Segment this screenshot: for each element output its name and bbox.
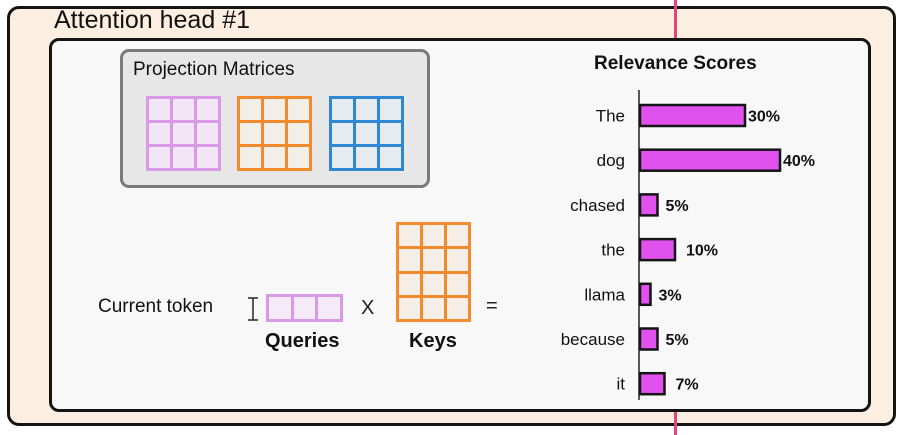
matrix-cell xyxy=(173,147,194,168)
vector-cell xyxy=(318,297,340,319)
matrix-cell xyxy=(197,147,218,168)
matrix-cell xyxy=(149,99,170,120)
matrix-cell xyxy=(264,99,285,120)
matrix-cell xyxy=(380,99,401,120)
matrix-cell xyxy=(380,147,401,168)
equals-symbol: = xyxy=(486,295,498,317)
matrix-cell xyxy=(149,123,170,144)
matrix-cell xyxy=(288,147,309,168)
queries-label: Queries xyxy=(265,330,340,352)
category-label: llama xyxy=(584,285,625,304)
matrix-cell xyxy=(423,273,444,295)
queries-vector xyxy=(266,294,343,322)
category-label: it xyxy=(617,375,626,394)
matrix-cell xyxy=(447,249,468,271)
matrix-cell xyxy=(332,147,353,168)
relevance-scores-chart: The 30% dog 40% chased 5% the 10% llama 3% because… xyxy=(561,90,815,400)
relevance-bar xyxy=(638,237,677,262)
value-projection-matrix xyxy=(329,96,404,171)
matrix-cell xyxy=(288,99,309,120)
matrix-cell xyxy=(423,249,444,271)
value-label: 10% xyxy=(686,243,718,260)
relevance-bar xyxy=(638,282,652,307)
value-label: 3% xyxy=(659,287,682,304)
text-cursor-icon xyxy=(248,297,258,321)
matrix-cell xyxy=(423,297,444,319)
matrix-cell xyxy=(356,99,377,120)
value-label: 30% xyxy=(748,109,780,126)
category-label: the xyxy=(601,241,625,260)
category-label: The xyxy=(596,107,625,126)
value-label: 5% xyxy=(666,198,689,215)
category-label: chased xyxy=(570,196,625,215)
page-title: Attention head #1 xyxy=(54,6,250,34)
matrix-cell xyxy=(197,123,218,144)
projection-matrices-label: Projection Matrices xyxy=(133,59,295,80)
keys-label: Keys xyxy=(409,330,457,352)
value-label: 40% xyxy=(783,153,815,170)
key-projection-matrix xyxy=(237,96,312,171)
current-token-label: Current token xyxy=(98,296,214,317)
matrix-cell xyxy=(149,147,170,168)
matrix-cell xyxy=(356,123,377,144)
matrix-cell xyxy=(240,99,261,120)
matrix-cell xyxy=(240,147,261,168)
query-projection-matrix xyxy=(146,96,221,171)
value-label: 5% xyxy=(666,332,689,349)
relevance-bar xyxy=(638,148,782,172)
matrix-cell xyxy=(399,249,420,271)
relevance-bar xyxy=(638,193,659,217)
category-label: dog xyxy=(597,151,625,170)
matrix-cell xyxy=(399,297,420,319)
keys-matrix xyxy=(396,222,471,322)
matrix-cell xyxy=(264,147,285,168)
matrix-cell xyxy=(399,273,420,295)
vector-cell xyxy=(293,297,316,319)
matrix-cell xyxy=(173,99,194,120)
multiply-symbol: X xyxy=(361,297,375,319)
matrix-cell xyxy=(356,147,377,168)
relevance-bar xyxy=(638,103,747,128)
matrix-cell xyxy=(447,297,468,319)
relevance-bar xyxy=(638,327,659,351)
matrix-cell xyxy=(332,123,353,144)
matrix-cell xyxy=(332,99,353,120)
matrix-cell xyxy=(173,123,194,144)
matrix-cell xyxy=(197,99,218,120)
value-label: 7% xyxy=(676,377,699,394)
category-label: because xyxy=(561,330,625,349)
vector-cell xyxy=(269,297,291,319)
matrix-cell xyxy=(288,123,309,144)
matrix-cell xyxy=(447,273,468,295)
matrix-cell xyxy=(447,225,468,247)
matrix-cell xyxy=(423,225,444,247)
relevance-scores-title: Relevance Scores xyxy=(594,53,757,74)
matrix-cell xyxy=(380,123,401,144)
matrix-cell xyxy=(399,225,420,247)
matrix-cell xyxy=(264,123,285,144)
matrix-cell xyxy=(240,123,261,144)
relevance-bar xyxy=(638,371,666,396)
